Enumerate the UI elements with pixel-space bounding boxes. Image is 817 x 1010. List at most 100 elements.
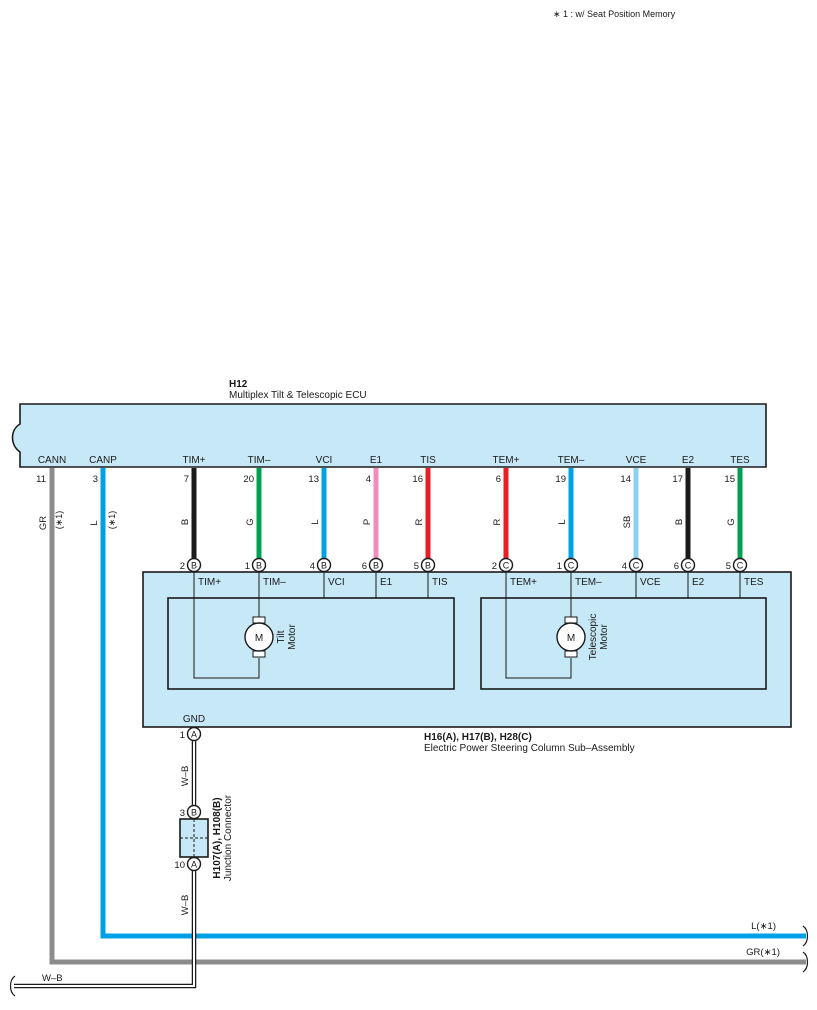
connector-letter: B	[425, 561, 431, 571]
connector-letter: B	[373, 561, 379, 571]
tilt-motor: M Tilt Motor	[244, 616, 298, 658]
ecu-box	[11, 403, 767, 468]
wire-color-label: W–B	[180, 895, 191, 916]
tilt-motor-label: Motor	[287, 624, 298, 650]
connector-letter: B	[191, 561, 197, 571]
column-terminal-label: TIM+	[198, 577, 221, 588]
wire-color-label: SB	[622, 516, 633, 529]
column-terminal-label: TEM+	[510, 577, 537, 588]
ecu-terminal-label: VCE	[626, 455, 647, 466]
ecu-terminal-label: CANN	[38, 455, 66, 466]
wire-labels: GR (∗1) L (∗1) B G L P R R L SB B G	[38, 511, 737, 530]
connector-letter: C	[633, 561, 640, 571]
ecu-terminal-label: TIM–	[248, 455, 271, 466]
wire-color-label: B	[180, 519, 191, 525]
column-terminal-label: VCI	[328, 577, 345, 588]
ecu-pin-number: 13	[308, 474, 319, 485]
break-marks	[9, 925, 809, 997]
telescopic-motor-label: Motor	[599, 624, 610, 650]
telescopic-motor: M Telescopic Motor	[556, 614, 610, 661]
column-terminal-label: TES	[744, 577, 764, 588]
ecu-terminal-label: TES	[730, 455, 750, 466]
internal-wiring	[193, 572, 741, 679]
ecu-terminal-label: TIS	[420, 455, 436, 466]
junction-codes: H107(A), H108(B)	[212, 797, 223, 878]
ecu-pin-number: 19	[555, 474, 566, 485]
telescopic-motor-box	[480, 597, 767, 690]
wire-color-label: L	[89, 520, 100, 525]
ecu-pin-number: 14	[620, 474, 631, 485]
wire-color-label: L	[557, 519, 568, 524]
column-terminal-label: E2	[692, 577, 705, 588]
column-terminal-label: VCE	[640, 577, 661, 588]
connector-letter: B	[321, 561, 327, 571]
connector-letter: B	[191, 808, 197, 818]
column-terminal-label: TIM–	[263, 577, 286, 588]
ecu-terminal-label: CANP	[89, 455, 117, 466]
wire-color-label: W–B	[180, 766, 191, 787]
connector-pin: 4	[310, 561, 315, 572]
ecu-pin-number: 4	[366, 474, 371, 485]
right-label-l: L(∗1)	[751, 921, 776, 932]
motor-symbol: M	[255, 633, 263, 644]
connector-pin: 1	[557, 561, 562, 572]
ecu-terminal-label: TEM–	[558, 455, 585, 466]
wire-color-label: R	[492, 518, 503, 525]
ecu-pin-number: 11	[36, 474, 46, 485]
wire-color-label: GR	[38, 516, 49, 530]
connector-pin: 5	[726, 561, 731, 572]
ecu-terminal-label: TIM+	[182, 455, 205, 466]
column-terminal-label: TIS	[432, 577, 448, 588]
connector-letter: C	[568, 561, 575, 571]
gnd-label: GND	[183, 714, 205, 725]
connector-pin: 2	[492, 561, 497, 572]
ecu-terminal-label: E2	[682, 455, 695, 466]
wires	[49, 468, 806, 965]
wire-gr-cann	[49, 468, 806, 965]
wire-color-label: B	[674, 519, 685, 525]
ecu-terminal-label: VCI	[316, 455, 333, 466]
wire-color-label: L	[310, 519, 321, 524]
ecu-pin-number: 17	[672, 474, 683, 485]
connector-letter: C	[503, 561, 510, 571]
connector-pin: 6	[362, 561, 367, 572]
connector-letter: B	[256, 561, 262, 571]
ecu-terminal-label: TEM+	[493, 455, 520, 466]
column-codes: H16(A), H17(B), H28(C)	[424, 732, 532, 743]
ecu-name: Multiplex Tilt & Telescopic ECU	[229, 390, 367, 401]
wire-note-label: (∗1)	[54, 511, 64, 530]
footnote: ∗ 1 : w/ Seat Position Memory	[553, 9, 676, 19]
column-terminal-label: E1	[380, 577, 393, 588]
tilt-motor-box	[167, 597, 455, 690]
connector-letter: A	[191, 860, 197, 870]
motor-symbol: M	[567, 633, 575, 644]
column-connectors: B B B B B C C C C C 2 1 4 6 5 2 1 4 6 5 …	[180, 557, 764, 588]
junction-name: Junction Connector	[223, 794, 234, 881]
telescopic-motor-label: Telescopic	[588, 614, 599, 661]
column-name: Electric Power Steering Column Sub–Assem…	[424, 743, 635, 754]
ecu-pin-number: 3	[93, 474, 98, 485]
ecu-pin-number: 16	[412, 474, 423, 485]
column-terminal-label: TEM–	[575, 577, 602, 588]
wire-color-label: P	[362, 519, 373, 525]
connector-pin: 4	[622, 561, 627, 572]
connector-letter: C	[685, 561, 692, 571]
wire-color-label: G	[726, 518, 737, 525]
connector-pin: 1	[180, 730, 185, 741]
connector-pin: 3	[180, 808, 185, 819]
connector-pin: 2	[180, 561, 185, 572]
gnd-connector	[186, 726, 202, 742]
ecu-pin-number: 15	[724, 474, 735, 485]
ecu-pin-number: 6	[496, 474, 501, 485]
ecu-terminals: CANN CANP TIM+ TIM– VCI E1 TIS TEM+ TEM–…	[36, 455, 750, 485]
right-label-gr: GR(∗1)	[746, 947, 780, 958]
junction-connector	[179, 804, 209, 872]
ecu-terminal-label: E1	[370, 455, 383, 466]
ecu-pin-number: 7	[184, 474, 189, 485]
ecu-code: H12	[229, 379, 248, 390]
tilt-motor-label: Tilt	[276, 630, 287, 643]
wire-color-label: W–B	[42, 973, 63, 984]
wire-note-label: (∗1)	[107, 511, 117, 530]
connector-pin: 1	[245, 561, 250, 572]
